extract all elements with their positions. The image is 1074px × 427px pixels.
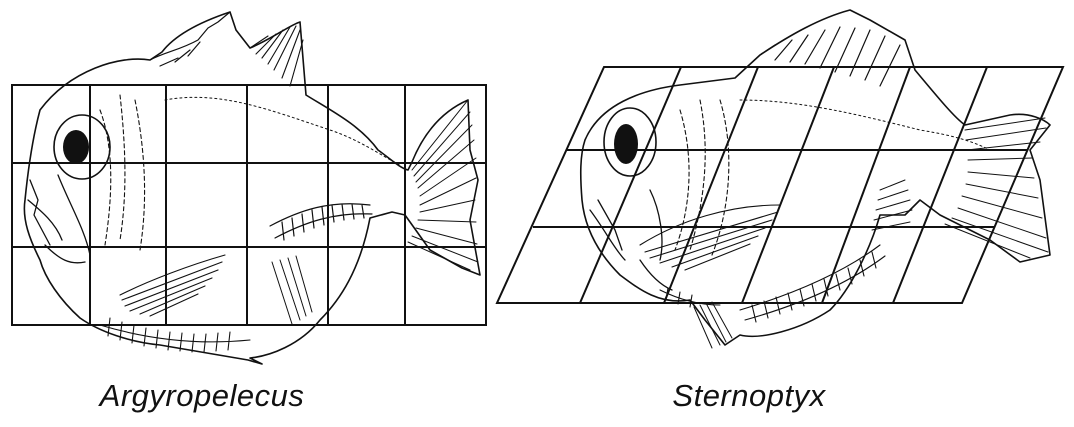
- argyropelecus-jaw: [28, 175, 90, 263]
- argyropelecus-pelvic-fin: [272, 256, 312, 324]
- sternoptyx-drawing: [581, 10, 1050, 348]
- argyropelecus-caudal-fin: [408, 100, 478, 270]
- argyropelecus-ventral-photophores: [270, 204, 372, 240]
- sternoptyx-grid-col-line: [822, 67, 910, 303]
- sternoptyx-grid-col-line: [664, 67, 758, 303]
- argyropelecus-grid: [12, 85, 486, 325]
- sternoptyx-ventral-photophores: [740, 245, 885, 322]
- argyropelecus-grid-frame: [12, 85, 486, 325]
- argyropelecus-body-outline: [24, 12, 480, 364]
- sternoptyx-pelvic-fin: [694, 302, 732, 348]
- argyropelecus-lateral-line: [165, 97, 400, 165]
- argyropelecus-pupil: [63, 130, 89, 164]
- argyropelecus-pectoral-fin: [120, 255, 225, 316]
- argyropelecus-drawing: [24, 12, 480, 364]
- sternoptyx-body-outline: [581, 10, 1050, 345]
- sternoptyx-pupil: [614, 124, 638, 164]
- sternoptyx-grid-col-line: [742, 67, 834, 303]
- sternoptyx-grid-col-line: [580, 67, 681, 303]
- argyropelecus-caption: Argyropelecus: [100, 378, 305, 414]
- sternoptyx-jaw: [590, 190, 672, 290]
- sternoptyx-caption: Sternoptyx: [672, 378, 825, 414]
- argyropelecus-dorsal-crest: [150, 12, 230, 66]
- sternoptyx-lateral-line: [740, 100, 990, 150]
- argyropelecus-opercle: [100, 95, 145, 250]
- sternoptyx-opercle: [675, 100, 729, 255]
